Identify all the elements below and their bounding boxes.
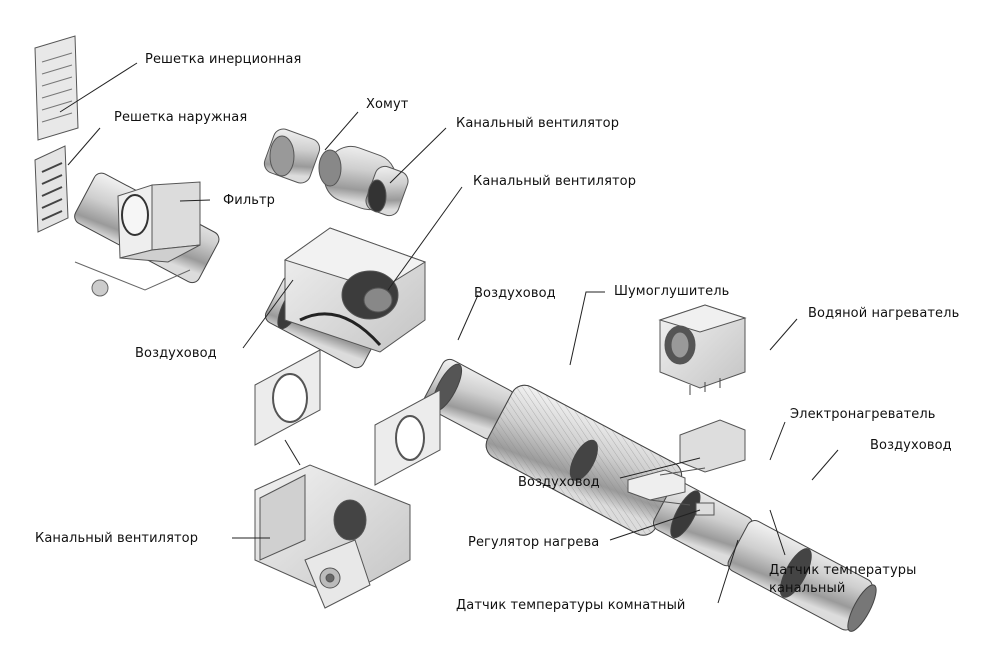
label-heat-regulator: Регулятор нагрева bbox=[468, 535, 600, 550]
filter-wiring bbox=[74, 261, 191, 297]
leader-temp-sensor-duct bbox=[769, 509, 786, 556]
connection-plate-left bbox=[254, 349, 321, 446]
grille-outdoor bbox=[34, 145, 69, 233]
connection-plate-right bbox=[374, 389, 441, 486]
leader-plate bbox=[284, 439, 301, 466]
leader-electric-heater bbox=[769, 421, 786, 461]
leader-air-duct-3 bbox=[811, 449, 839, 481]
duct-fan-box bbox=[283, 227, 427, 353]
label-temp-sensor-room: Датчик температуры комнатный bbox=[456, 598, 686, 613]
label-grille-inertial: Решетка инерционная bbox=[145, 52, 302, 67]
label-duct-fan-rect: Канальный вентилятор bbox=[35, 531, 199, 546]
label-temp-sensor-duct-line1: Датчик температуры bbox=[769, 563, 917, 578]
label-temp-sensor-duct-line2: канальный bbox=[769, 581, 846, 596]
label-duct-fan-top: Канальный вентилятор bbox=[456, 116, 620, 131]
leader-lines bbox=[59, 62, 839, 604]
leader-silencer bbox=[569, 291, 605, 366]
leader-grille-inertial bbox=[59, 62, 138, 113]
leader-heat-regulator bbox=[609, 509, 701, 541]
water-heater bbox=[658, 304, 747, 395]
clamp-and-duct-fan bbox=[263, 128, 409, 217]
filter-box bbox=[117, 181, 201, 263]
label-air-duct-3: Воздуховод bbox=[870, 438, 952, 453]
label-clamp: Хомут bbox=[366, 97, 409, 112]
leader-duct-fan-top bbox=[389, 127, 447, 184]
label-air-duct-2: Воздуховод bbox=[474, 286, 556, 301]
main-duct-run bbox=[74, 172, 877, 632]
leader-air-duct-2 bbox=[457, 294, 479, 341]
leader-air-duct-1 bbox=[242, 279, 294, 349]
leader-water-heater bbox=[769, 318, 798, 351]
label-electric-heater: Электронагреватель bbox=[790, 407, 936, 422]
leader-grille-outdoor bbox=[67, 127, 101, 166]
leader-clamp bbox=[324, 111, 359, 151]
label-water-heater: Водяной нагреватель bbox=[808, 306, 960, 321]
leader-temp-sensor-room bbox=[717, 539, 739, 604]
label-silencer: Шумоглушитель bbox=[614, 284, 730, 299]
leader-filter bbox=[179, 199, 211, 202]
leader-duct-fan-box bbox=[387, 186, 463, 291]
grille-inertial bbox=[34, 35, 79, 141]
label-filter: Фильтр bbox=[223, 193, 276, 208]
label-air-duct-1: Воздуховод bbox=[135, 346, 217, 361]
label-grille-outdoor: Решетка наружная bbox=[114, 110, 248, 125]
label-air-duct-4: Воздуховод bbox=[518, 475, 600, 490]
leader-air-duct-4 bbox=[619, 457, 701, 479]
label-duct-fan-box: Канальный вентилятор bbox=[473, 174, 637, 189]
rectangular-duct-fan bbox=[254, 464, 411, 609]
